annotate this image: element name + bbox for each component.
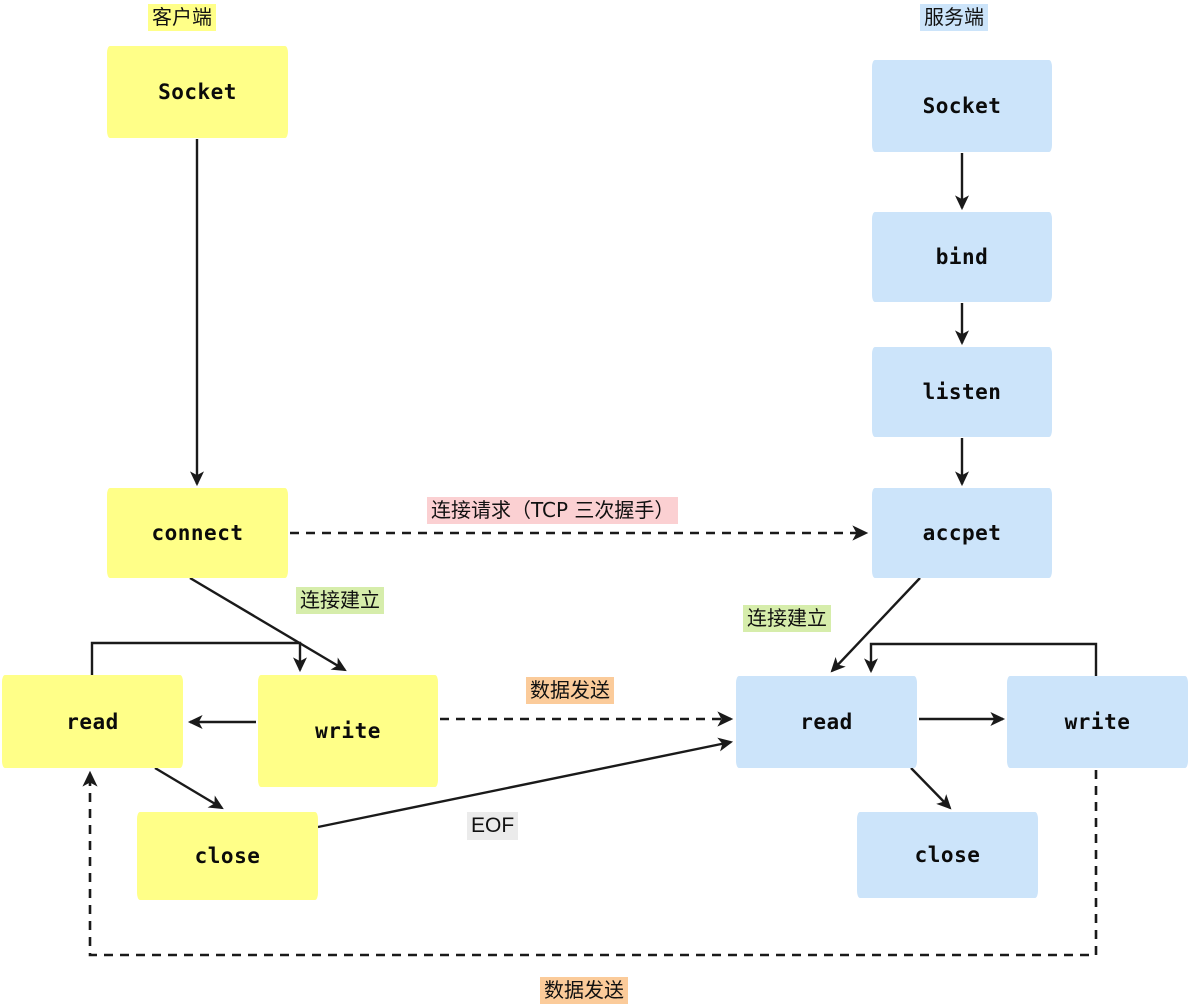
- server-title: 服务端: [920, 4, 988, 31]
- node-server-write[interactable]: write: [1007, 676, 1188, 768]
- label-data-send-bottom: 数据发送: [540, 977, 628, 1004]
- node-client-write[interactable]: write: [258, 675, 438, 787]
- node-server-read[interactable]: read: [736, 676, 917, 768]
- node-server-accpet[interactable]: accpet: [872, 488, 1052, 578]
- node-client-read[interactable]: read: [2, 675, 183, 768]
- node-server-socket[interactable]: Socket: [872, 60, 1052, 152]
- label-connection-established-server: 连接建立: [743, 605, 831, 632]
- node-client-close[interactable]: close: [137, 812, 318, 900]
- label-data-send-top: 数据发送: [526, 677, 614, 704]
- label-connection-established-client: 连接建立: [296, 587, 384, 614]
- node-client-connect[interactable]: connect: [107, 488, 288, 578]
- node-server-listen[interactable]: listen: [872, 347, 1052, 437]
- edge-server-read-to-close: [910, 767, 952, 810]
- label-handshake: 连接请求（TCP 三次握手）: [427, 497, 679, 524]
- edge-client-read-loop-write: [90, 641, 307, 676]
- node-server-close[interactable]: close: [857, 812, 1038, 898]
- label-eof: EOF: [467, 812, 519, 841]
- node-server-bind[interactable]: bind: [872, 212, 1052, 302]
- node-client-socket[interactable]: Socket: [107, 46, 288, 138]
- client-title: 客户端: [148, 4, 216, 31]
- edge-accpet-to-read: [830, 577, 921, 673]
- edge-server-write-loop-read: [864, 642, 1098, 676]
- edge-client-read-to-close: [154, 766, 224, 810]
